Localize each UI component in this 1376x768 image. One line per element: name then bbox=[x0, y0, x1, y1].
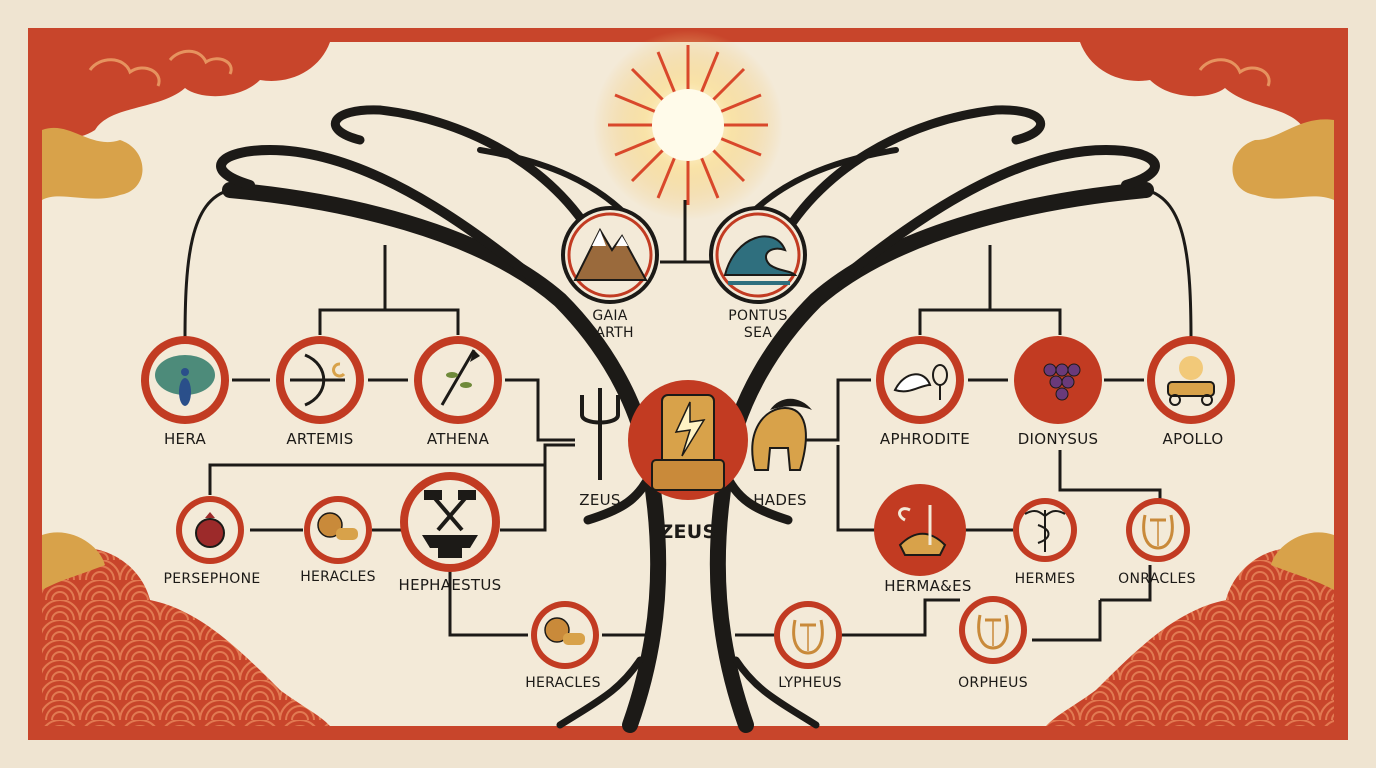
node-hades[interactable]: HADES bbox=[751, 398, 812, 509]
node-label: ATHENA bbox=[427, 430, 490, 448]
lion-icon bbox=[544, 617, 585, 645]
node-label: HERACLES bbox=[300, 569, 376, 585]
node-label: ORPHEUS bbox=[958, 675, 1028, 691]
node-label: GAIA bbox=[592, 308, 627, 324]
node-label: HEPHAESTUS bbox=[398, 576, 501, 594]
node-onracles[interactable]: ONRACLES bbox=[1118, 498, 1196, 587]
sun-icon bbox=[593, 30, 783, 220]
bow-arrow-icon bbox=[290, 353, 346, 407]
wave-icon bbox=[723, 235, 798, 285]
node-label: HADES bbox=[753, 491, 807, 509]
node-sublabel: SEA bbox=[744, 325, 772, 341]
throne-lightning-icon bbox=[651, 394, 725, 491]
wave-ornament-bottom-right bbox=[1046, 532, 1334, 726]
node-heracles-lower[interactable]: HERACLES bbox=[525, 601, 601, 691]
node-heracles[interactable]: HERACLES bbox=[300, 496, 376, 585]
cloud-ornament-top-left bbox=[42, 42, 330, 200]
node-aphrodite[interactable]: APHRODITE bbox=[876, 336, 970, 448]
node-hermases[interactable]: HERMA&ES bbox=[874, 484, 972, 595]
node-sublabel: EARTH bbox=[586, 325, 634, 341]
node-athena[interactable]: ATHENA bbox=[414, 336, 502, 448]
node-gaia[interactable]: GAIA EARTH bbox=[561, 206, 659, 341]
node-label: PONTUS bbox=[728, 308, 787, 324]
node-label: HERACLES bbox=[525, 675, 601, 691]
node-label: LYPHEUS bbox=[778, 675, 842, 691]
node-zeus-trident[interactable]: ZEUS bbox=[579, 388, 620, 509]
node-hera[interactable]: HERA bbox=[141, 336, 229, 448]
node-label: HERMA&ES bbox=[884, 577, 971, 595]
node-label: PERSEPHONE bbox=[163, 571, 260, 587]
lyre-icon bbox=[1142, 514, 1174, 550]
anvil-hammer-icon bbox=[422, 490, 478, 558]
node-dionysus[interactable]: DIONYSUS bbox=[1014, 336, 1102, 448]
node-label: DIONYSUS bbox=[1018, 430, 1099, 448]
lyre-icon bbox=[792, 619, 824, 655]
node-label: APOLLO bbox=[1163, 430, 1224, 448]
node-hermes[interactable]: HERMES bbox=[1013, 498, 1077, 587]
node-zeus[interactable]: ZEUS bbox=[628, 380, 748, 543]
wave-ornament-bottom-left bbox=[42, 532, 330, 726]
dove-mirror-icon bbox=[893, 364, 948, 400]
node-orpheus[interactable]: ORPHEUS bbox=[958, 596, 1028, 691]
node-apollo[interactable]: APOLLO bbox=[1147, 336, 1235, 448]
node-label: HERMES bbox=[1015, 571, 1076, 587]
node-artemis[interactable]: ARTEMIS bbox=[276, 336, 364, 448]
node-label: ONRACLES bbox=[1118, 571, 1196, 587]
spear-olive-icon bbox=[440, 349, 480, 406]
mountain-icon bbox=[573, 227, 648, 281]
cloud-ornament-top-right bbox=[1080, 42, 1334, 200]
family-connectors bbox=[183, 188, 1193, 642]
node-lypheus[interactable]: LYPHEUS bbox=[774, 601, 842, 691]
node-persephone[interactable]: PERSEPHONE bbox=[163, 496, 260, 587]
lyre-icon bbox=[977, 614, 1009, 650]
pomegranate-icon bbox=[195, 512, 225, 548]
trident-icon bbox=[580, 388, 620, 480]
helmet-icon bbox=[751, 398, 812, 471]
node-label: HERA bbox=[164, 430, 206, 448]
node-label: APHRODITE bbox=[880, 430, 970, 448]
grapes-icon bbox=[1043, 363, 1081, 401]
node-pontus[interactable]: PONTUS SEA bbox=[709, 206, 807, 341]
node-label: ZEUS bbox=[579, 491, 620, 509]
node-hephaestus[interactable]: HEPHAESTUS bbox=[398, 472, 501, 594]
peacock-icon bbox=[155, 355, 215, 406]
lion-icon bbox=[317, 512, 358, 540]
sun-chariot-icon bbox=[1167, 356, 1215, 406]
node-label: ZEUS bbox=[659, 521, 716, 543]
winged-sandal-icon bbox=[898, 505, 947, 556]
node-label: ARTEMIS bbox=[286, 430, 353, 448]
caduceus-icon bbox=[1024, 509, 1066, 552]
